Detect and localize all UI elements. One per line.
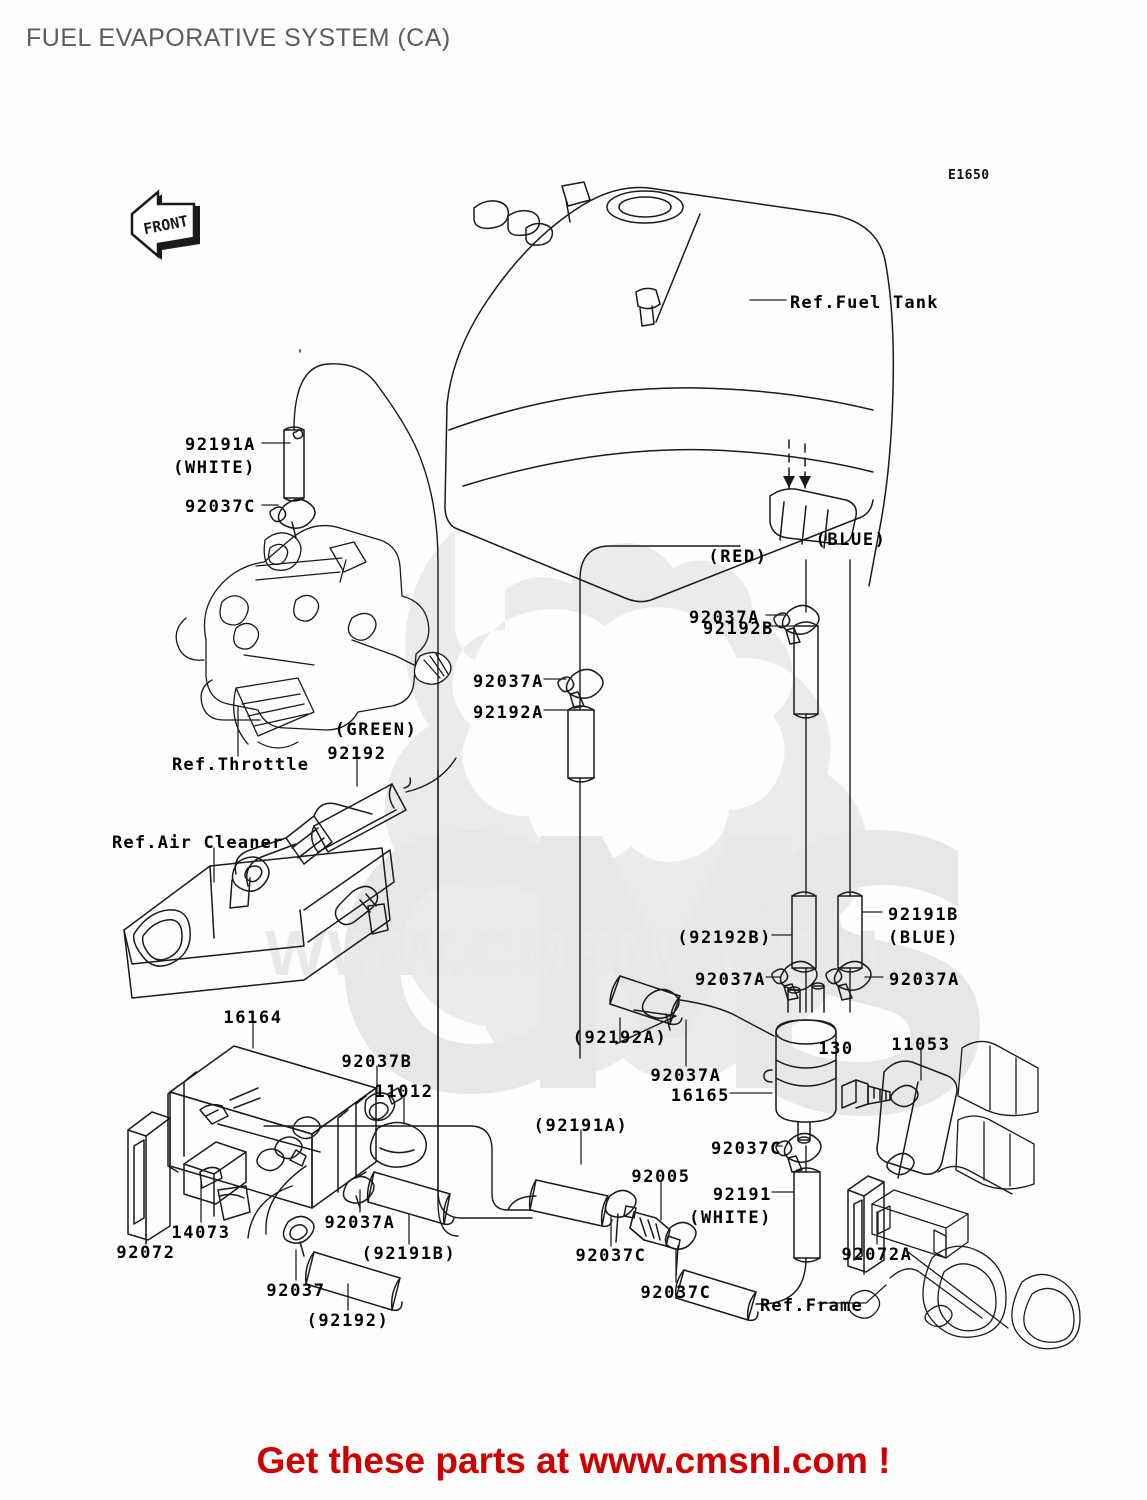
callout-92037c-top: 92037C (184, 497, 256, 517)
callout-92192b-paren: (92192B) (677, 928, 772, 948)
callout-92037a-right: 92037A (889, 970, 961, 990)
bracket-11053 (876, 1060, 958, 1179)
hose-92192-lower (304, 1251, 403, 1312)
callout-92191b-note: (BLUE) (888, 927, 960, 948)
callout-130: 130 (818, 1039, 854, 1059)
footer-promo-text: Get these parts at www.cmsnl.com ! (256, 1440, 891, 1481)
callout-92191b-number: 92191B (888, 905, 960, 925)
hose-92191a-bottom (528, 1179, 613, 1228)
callout-92037c-left: 92037C (575, 1246, 647, 1266)
bracket-92072a (847, 1175, 885, 1275)
page-title: FUEL EVAPORATIVE SYSTEM (CA) (26, 24, 451, 52)
callout-11053: 11053 (891, 1035, 951, 1055)
callout-92191b-blue: 92191B (BLUE) (888, 904, 959, 950)
callout-92191a-number: 92191A (184, 435, 256, 455)
callout-92191a-paren: (92191A) (533, 1116, 629, 1136)
hose-bottom-curve (674, 1269, 759, 1322)
diagram-reference-code: E1650 (948, 168, 990, 183)
callout-92191a-note: (WHITE) (173, 457, 256, 478)
callout-92072a: 92072A (841, 1245, 913, 1265)
clamp-92037c-right-upper (775, 1132, 822, 1173)
clamp-92037a-lower (342, 1175, 375, 1209)
clamp-92037c-bottom-left (604, 1189, 637, 1243)
clamp-92037c-top (269, 498, 316, 539)
callout-blue: (BLUE) (815, 530, 887, 550)
callout-92037: 92037 (266, 1281, 326, 1301)
callout-92192: 92192 (327, 744, 387, 764)
hose-92191a-top (283, 426, 305, 502)
front-direction-marker: FRONT (122, 186, 208, 269)
hose-92192b-paren (791, 891, 817, 973)
hose-92191b (366, 1171, 455, 1226)
clamp-92037-lower (282, 1215, 315, 1257)
callout-92037b: 92037B (341, 1052, 413, 1072)
frame-assembly (848, 1040, 1081, 1350)
callout-92191a: 92191A (WHITE) (173, 434, 256, 480)
callout-16164: 16164 (223, 1008, 283, 1028)
callout-green: (GREEN) (334, 720, 418, 740)
hose-92192a-paren (609, 975, 683, 1026)
clamp-92037a-right-pair (825, 960, 872, 1001)
hose-92191b-blue (837, 891, 863, 973)
throttle-body-assembly (175, 524, 452, 749)
ref-throttle-label: Ref.Throttle (172, 755, 310, 775)
callout-92072: 92072 (116, 1243, 176, 1263)
callout-92191b-paren: (92191B) (361, 1244, 457, 1264)
clamp-92037a-left-pair (771, 960, 818, 1001)
callout-11012: 11012 (374, 1082, 434, 1102)
ref-fuel-tank-label: Ref.Fuel Tank (790, 293, 939, 313)
ref-air-cleaner-label: Ref.Air Cleaner (112, 833, 284, 853)
callout-16165: 16165 (670, 1086, 730, 1106)
callout-92037c-bottom: 92037C (640, 1283, 712, 1303)
hose-92192a-center (567, 705, 595, 783)
valve-92005 (623, 1205, 681, 1251)
callout-92005: 92005 (631, 1167, 691, 1187)
callout-92037a-left: 92037A (694, 970, 766, 990)
part-11012-cap (369, 1121, 427, 1168)
callout-92192a: 92192A (472, 703, 544, 723)
callout-92192-paren: (92192) (306, 1311, 390, 1331)
hose-92191-white (793, 1167, 821, 1263)
hose-92192-green (311, 777, 412, 853)
callout-92192b: 92192B (702, 619, 774, 639)
callout-92037a-mid: 92037A (472, 672, 544, 692)
callout-14073: 14073 (171, 1223, 231, 1243)
callout-92037c-right: 92037C (710, 1139, 782, 1159)
ref-frame-label: Ref.Frame (760, 1296, 863, 1316)
callout-92191-number: 92191 (712, 1185, 772, 1205)
callout-red: (RED) (708, 547, 768, 567)
separator-16165 (763, 982, 837, 1144)
callout-92192a-paren: (92192A) (572, 1028, 668, 1048)
callout-92037a-lowerleft: 92037A (324, 1213, 396, 1233)
callout-92191-note: (WHITE) (689, 1207, 772, 1228)
callout-92191-white: 92191 (WHITE) (689, 1184, 772, 1230)
